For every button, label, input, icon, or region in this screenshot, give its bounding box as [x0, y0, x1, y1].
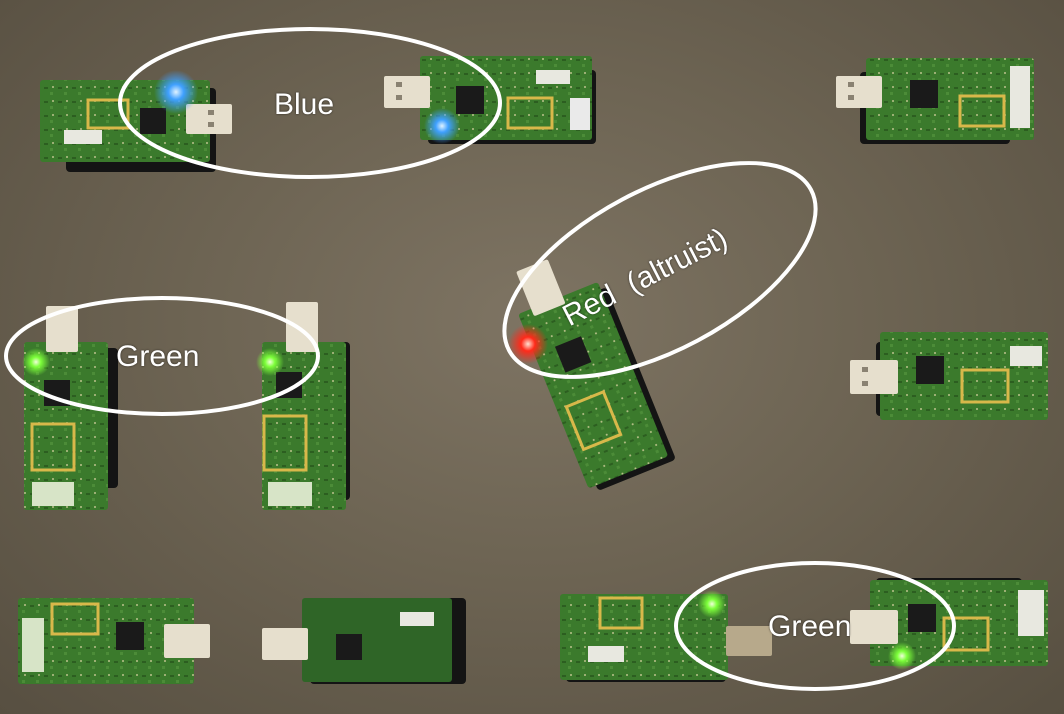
sensor-board — [836, 58, 1034, 144]
red-annotation-ellipse — [502, 161, 818, 379]
blue-led — [154, 70, 198, 114]
green-annotation-ellipse-right — [674, 561, 956, 691]
blue-led — [424, 108, 460, 144]
green-led — [888, 642, 916, 670]
sensor-board — [516, 259, 675, 490]
green-led — [22, 348, 50, 376]
green-led — [698, 590, 726, 618]
sensor-board — [256, 302, 350, 510]
blue-label: Blue — [274, 88, 335, 121]
sensor-board — [850, 578, 1048, 670]
sensor-board — [262, 598, 466, 684]
sensor-board — [850, 332, 1048, 420]
blue-annotation-ellipse — [118, 27, 502, 179]
green-label-right: Green — [768, 610, 852, 643]
sensor-board — [560, 590, 772, 682]
sensor-board — [384, 56, 596, 144]
green-label-left: Green — [116, 340, 200, 373]
red-led — [508, 324, 548, 364]
sensor-board — [18, 598, 210, 684]
sensor-board — [22, 306, 118, 510]
sensor-board — [40, 70, 232, 172]
green-led — [256, 348, 284, 376]
green-annotation-ellipse-left — [4, 296, 320, 416]
